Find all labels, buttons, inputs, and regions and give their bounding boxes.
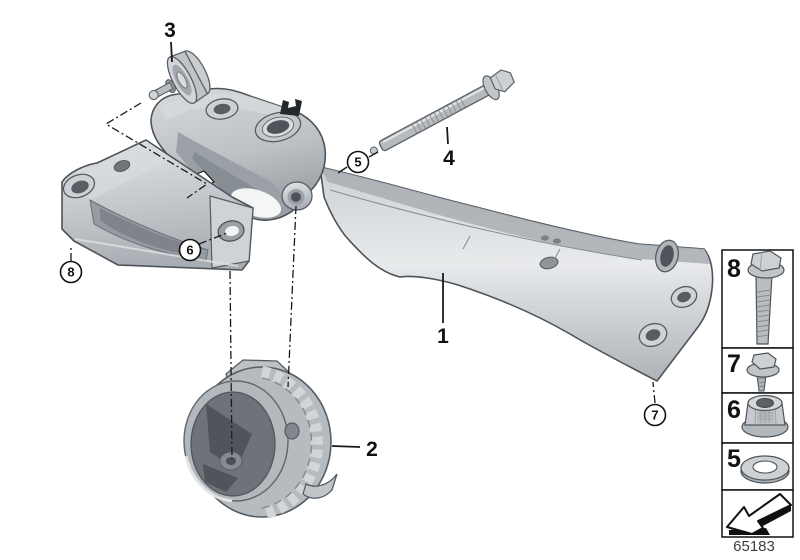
flange-screw-short-icon (746, 352, 780, 392)
legend-sidebar: 8 7 (721, 249, 794, 538)
crossmember-beam-part (319, 166, 714, 382)
svg-text:7: 7 (727, 350, 741, 378)
flange-bolt-long-icon (747, 250, 785, 345)
svg-text:6: 6 (727, 396, 741, 424)
bracket-small-hole (113, 160, 131, 172)
callout-6[interactable]: 6 (178, 238, 202, 262)
bracket-boss-hole (62, 173, 96, 199)
callout-8[interactable]: 8 (59, 260, 83, 284)
mount-bolt-part (369, 69, 515, 155)
callout-2[interactable]: 2 (366, 438, 378, 461)
beam-slot-hole (654, 239, 680, 273)
installation-direction-arrow-icon (726, 493, 792, 535)
svg-text:8: 8 (727, 255, 741, 283)
gearbox-mount-part (183, 359, 338, 520)
svg-text:6: 6 (186, 243, 193, 258)
small-mount-part (148, 50, 211, 104)
flange-nut-icon (741, 394, 789, 438)
callout-5[interactable]: 5 (346, 150, 370, 174)
callout-7[interactable]: 7 (643, 403, 667, 427)
svg-text:7: 7 (651, 408, 658, 423)
diagram-number: 65183 (733, 538, 775, 555)
beam-bolt-hole-right (670, 285, 698, 309)
legend-item-6[interactable]: 6 (721, 392, 794, 444)
tower-oval-slot (254, 111, 302, 143)
beam-bolt-hole-lower (638, 322, 668, 348)
svg-text:5: 5 (727, 445, 741, 473)
legend-item-direction[interactable] (721, 489, 794, 538)
callout-labels: 3 4 1 2 5 6 7 8 (59, 19, 667, 461)
callout-1[interactable]: 1 (437, 325, 449, 348)
leader-lines (70, 41, 656, 460)
mount-face-hole (284, 422, 300, 440)
legend-item-7[interactable]: 7 (721, 347, 794, 394)
svg-text:8: 8 (67, 265, 74, 280)
callout-3[interactable]: 3 (164, 19, 176, 42)
legend-item-5[interactable]: 5 (721, 442, 794, 491)
legend-item-8[interactable]: 8 (721, 249, 794, 349)
tower-pivot-boss (281, 181, 313, 211)
beam-surface-details (462, 235, 561, 270)
washer-icon (740, 455, 790, 484)
svg-text:5: 5 (354, 155, 361, 170)
callout-4[interactable]: 4 (443, 147, 455, 170)
tower-clip (280, 99, 302, 116)
tower-top-hole (205, 98, 239, 120)
bracket-nut-hole (217, 220, 245, 242)
transmission-bracket-part (61, 139, 254, 271)
